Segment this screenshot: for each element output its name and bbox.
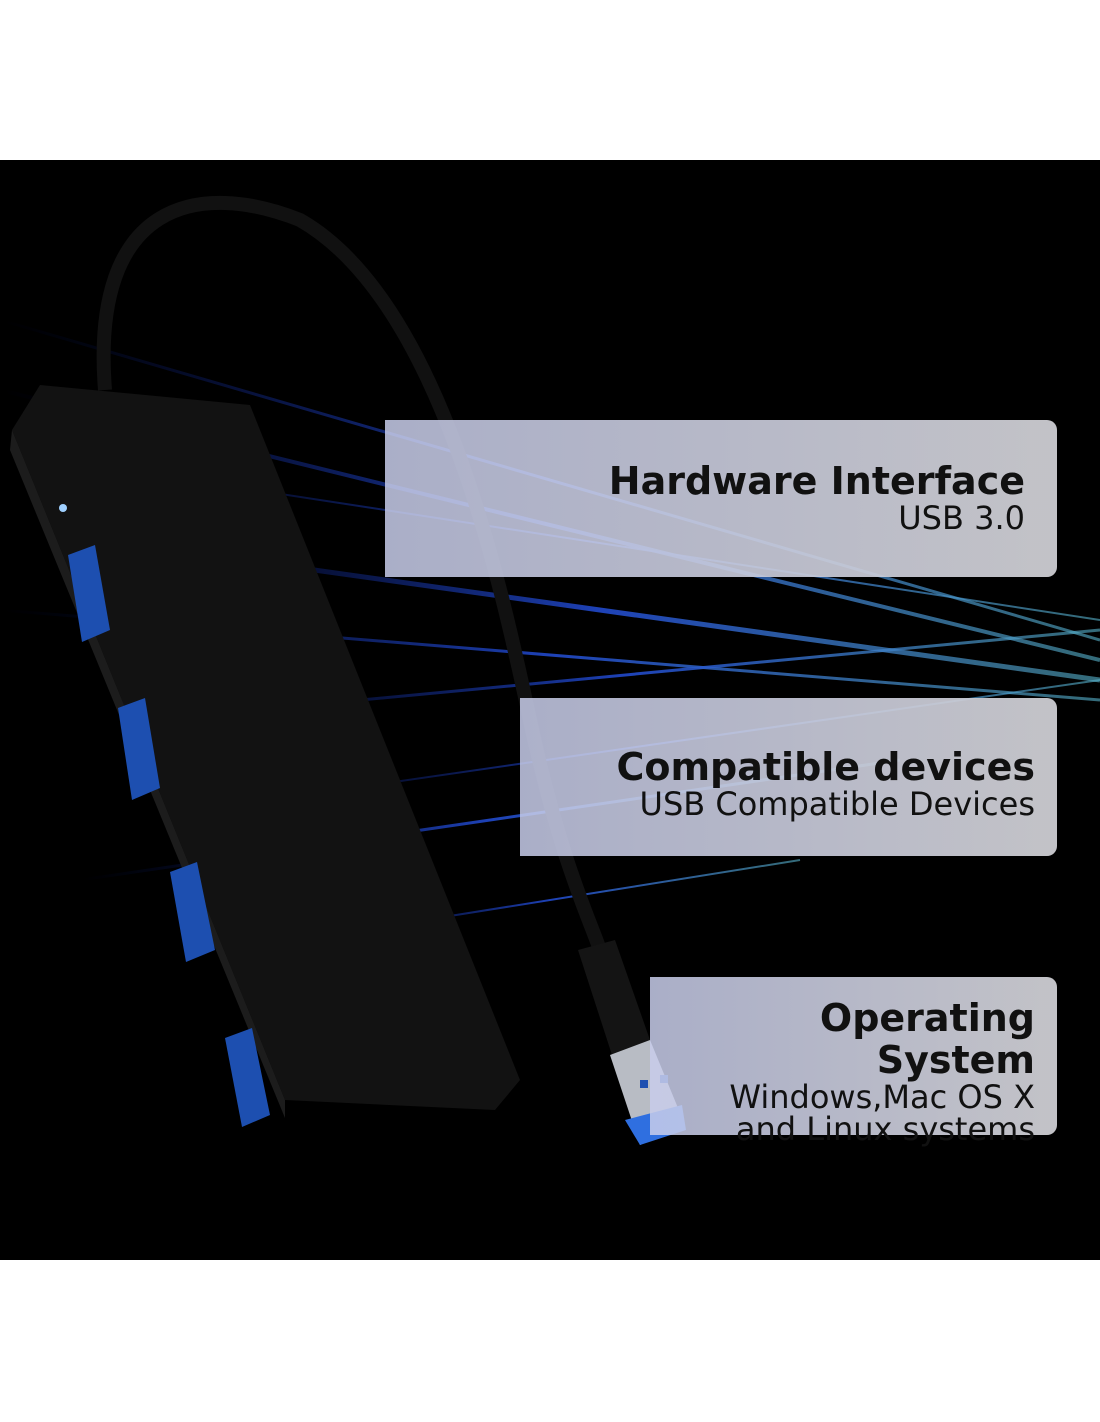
power-led-icon <box>59 504 67 512</box>
feature-detail: USB 3.0 <box>898 499 1025 537</box>
usb-port-icon <box>225 1028 270 1127</box>
feature-title: Operating System <box>819 996 1035 1082</box>
product-scene: Hardware Interface USB 3.0 Compatible de… <box>0 160 1100 1260</box>
usb-port-icon <box>68 545 110 642</box>
usb-port-icon <box>170 862 215 962</box>
feature-title: Compatible devices <box>616 745 1035 789</box>
feature-panel-operating-system: Operating System Windows,Mac OS X and Li… <box>650 977 1057 1145</box>
feature-detail: Windows,Mac OS X <box>729 1078 1035 1116</box>
feature-panel-compatible-devices: Compatible devices USB Compatible Device… <box>520 698 1057 856</box>
feature-title: Hardware Interface <box>608 459 1025 503</box>
feature-detail: and Linux systems <box>735 1110 1035 1148</box>
usb-port-icon <box>118 698 160 800</box>
hub-body <box>10 385 520 1127</box>
feature-panel-hardware-interface: Hardware Interface USB 3.0 <box>385 420 1057 577</box>
feature-detail: USB Compatible Devices <box>639 785 1035 823</box>
